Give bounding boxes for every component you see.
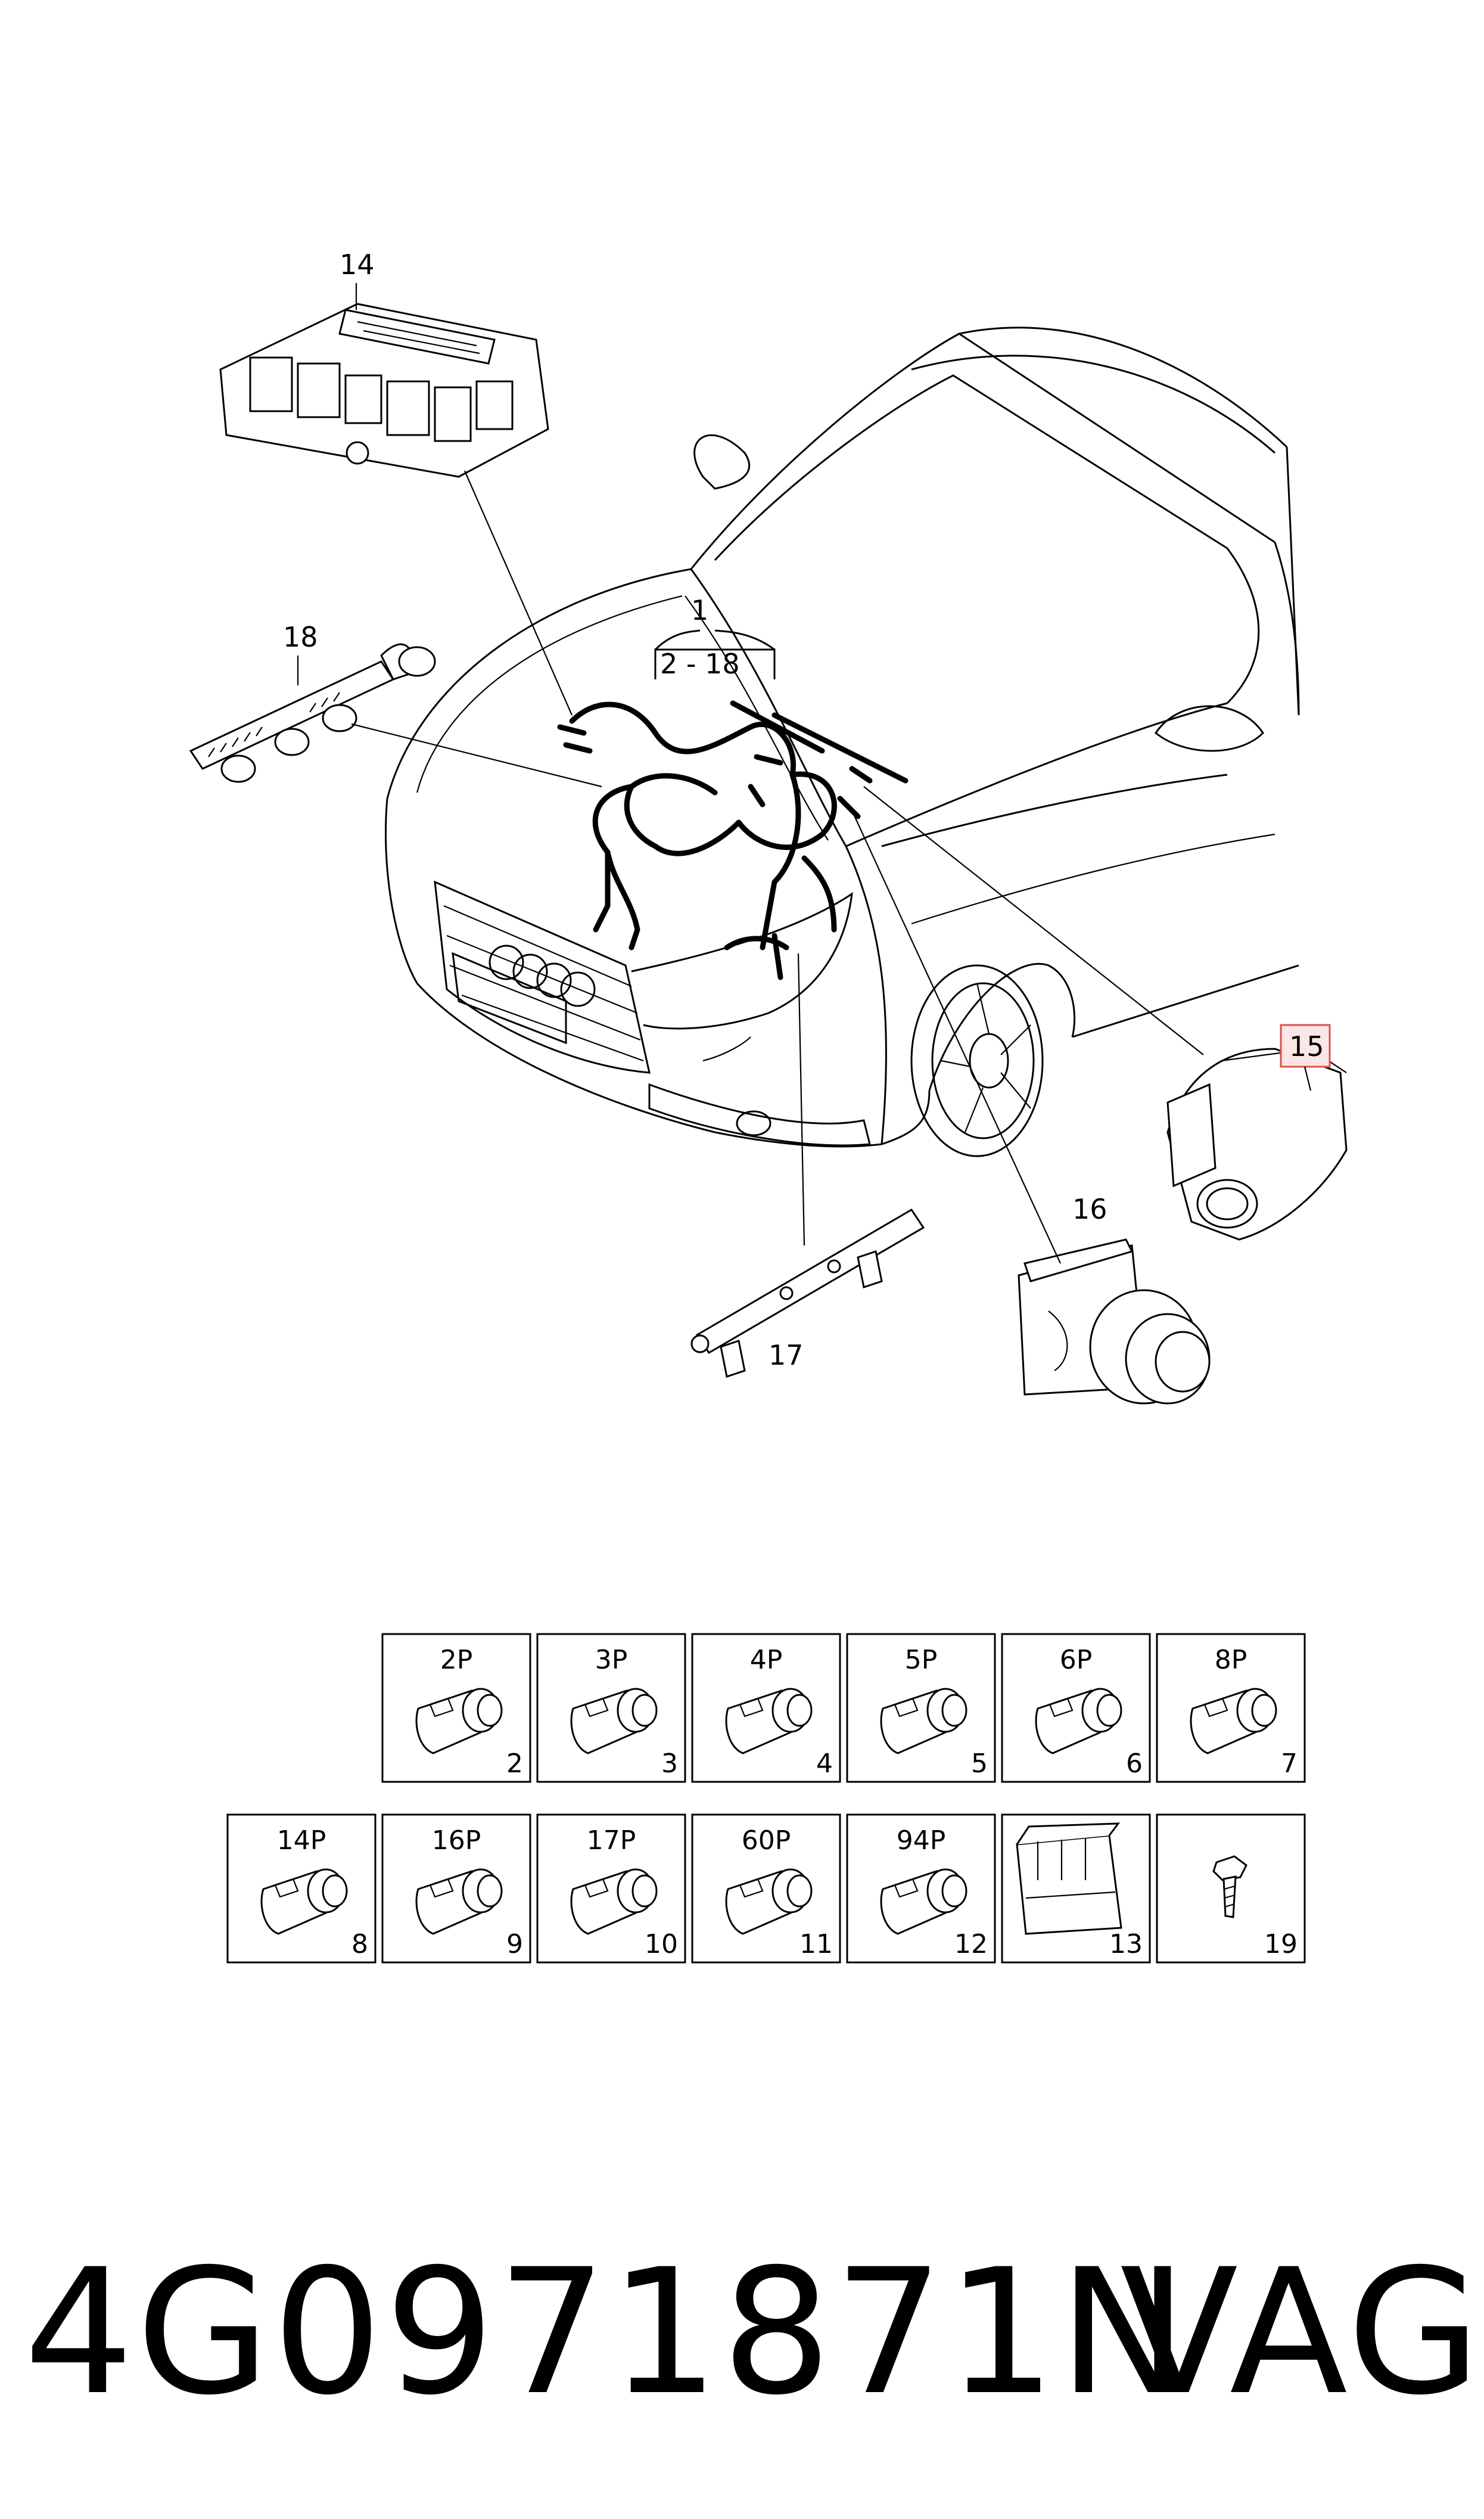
item-number-label: 2 [506, 1748, 523, 1779]
relay-box-14 [219, 303, 549, 478]
car-outline [384, 327, 1300, 1157]
connector-icon [260, 1868, 348, 1935]
item-number-label: 6 [1126, 1748, 1143, 1779]
callout-2-18: 2 - 18 [660, 648, 740, 680]
connector-cell: 14P 8 [226, 1813, 377, 1964]
pin-count-label: 17P [587, 1825, 636, 1856]
pin-count-label: 16P [432, 1825, 481, 1856]
connector-icon [570, 1868, 658, 1935]
brand-label: VAG [1120, 2232, 1483, 2433]
callout-16: 16 [1072, 1193, 1107, 1225]
connector-cell: 4P 4 [691, 1633, 841, 1783]
connector-icon [1035, 1688, 1122, 1754]
connector-cell: 6P 6 [1001, 1633, 1151, 1783]
connector-cell: 19 [1156, 1813, 1306, 1964]
boot-15 [1166, 1048, 1348, 1241]
connector-icon [725, 1688, 813, 1754]
item-number-label: 5 [971, 1748, 988, 1779]
pin-count-label: 60P [742, 1825, 791, 1856]
control-unit-icon [1016, 1822, 1122, 1935]
connector-grid-row-1: 2P 2 3P 3 4P 4 5P 5 6P 6 8P 7 [381, 1633, 1306, 1783]
pin-count-label: 5P [905, 1645, 938, 1675]
injector-rail-18 [189, 643, 436, 783]
callout-17: 17 [769, 1339, 804, 1371]
callout-15: 15 [1289, 1030, 1324, 1063]
pin-count-label: 14P [277, 1825, 326, 1856]
connector-icon [415, 1868, 503, 1935]
boot-16 [1018, 1238, 1211, 1405]
connector-grid-row-2: 14P 8 16P 9 17P 10 60P 11 94P 12 13 19 [226, 1813, 1306, 1964]
connector-icon [880, 1868, 967, 1935]
connector-cell: 3P 3 [536, 1633, 686, 1783]
item-number-label: 4 [816, 1748, 833, 1779]
item-number-label: 3 [661, 1748, 678, 1779]
item-number-label: 11 [799, 1929, 833, 1959]
callout-18: 18 [283, 621, 318, 653]
connector-cell: 94P 12 [846, 1813, 996, 1964]
pin-count-label: 94P [897, 1825, 946, 1856]
part-number: 4G0971871N [24, 2232, 1190, 2433]
rail-17 [690, 1208, 925, 1378]
connector-cell: 13 [1001, 1813, 1151, 1964]
connector-cell: 17P 10 [536, 1813, 686, 1964]
connector-cell: 8P 7 [1156, 1633, 1306, 1783]
wiring-harness [557, 700, 909, 980]
item-number-label: 12 [954, 1929, 988, 1959]
connector-icon [880, 1688, 967, 1754]
callout-14: 14 [340, 249, 375, 281]
pin-count-label: 4P [750, 1645, 783, 1675]
bolt-icon [1212, 1855, 1247, 1918]
connector-icon [725, 1868, 813, 1935]
item-number-label: 7 [1281, 1748, 1298, 1779]
connector-cell: 2P 2 [381, 1633, 531, 1783]
item-number-label: 10 [645, 1929, 678, 1959]
connector-cell: 60P 11 [691, 1813, 841, 1964]
pin-count-label: 8P [1215, 1645, 1247, 1675]
item-number-label: 19 [1264, 1929, 1298, 1959]
connector-cell: 16P 9 [381, 1813, 531, 1964]
item-number-label: 13 [1109, 1929, 1143, 1959]
pin-count-label: 3P [595, 1645, 628, 1675]
item-number-label: 9 [506, 1929, 523, 1959]
pin-count-label: 6P [1060, 1645, 1093, 1675]
connector-icon [570, 1688, 658, 1754]
pin-count-label: 2P [440, 1645, 473, 1675]
connector-cell: 5P 5 [846, 1633, 996, 1783]
connector-icon [415, 1688, 503, 1754]
item-number-label: 8 [351, 1929, 368, 1959]
callout-1: 1 [691, 594, 708, 626]
connector-icon [1190, 1688, 1277, 1754]
